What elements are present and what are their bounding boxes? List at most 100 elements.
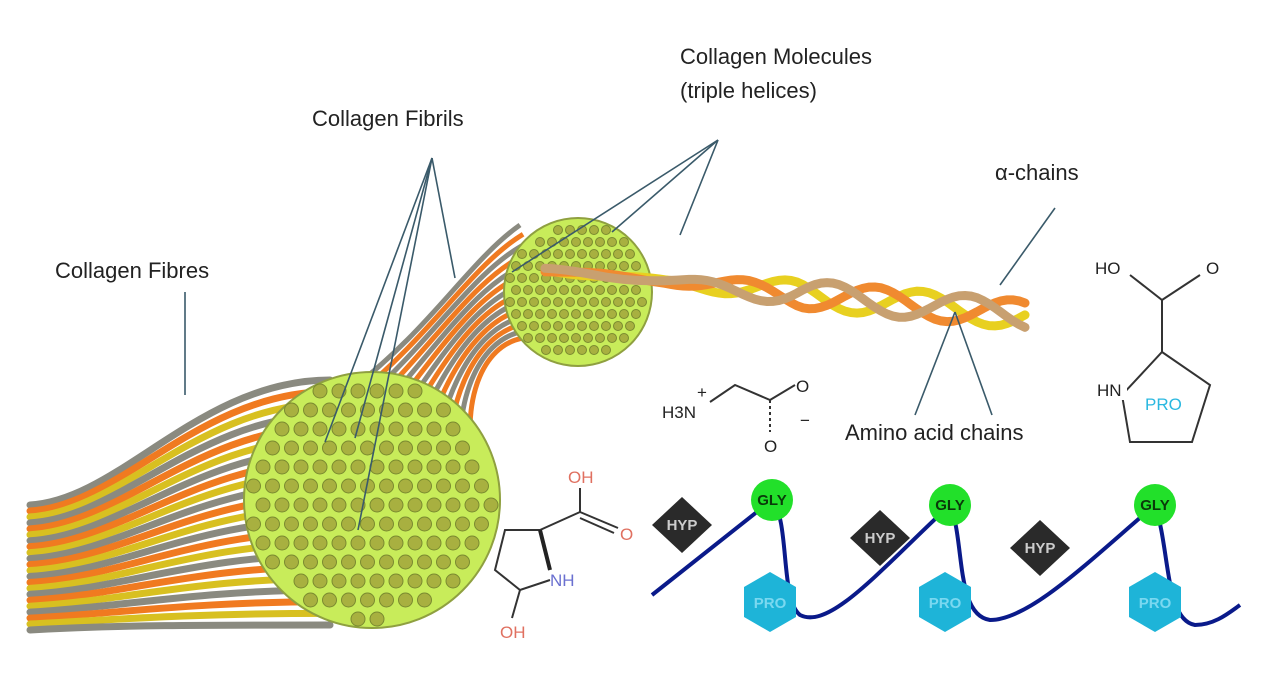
fibril-dot (565, 297, 575, 307)
fibril-dot (322, 554, 337, 570)
glycine-structure: H3N + O O − (662, 377, 810, 456)
fibril-dot (553, 345, 563, 355)
fibril-dot (511, 309, 521, 319)
fibril-dot (312, 421, 328, 437)
fibril-dot (535, 237, 545, 247)
fibril-dot (303, 516, 318, 532)
fibril-dot (547, 285, 557, 295)
pro-hexagon (919, 572, 971, 632)
fibril-dot (517, 321, 527, 331)
fibril-dot (341, 592, 356, 608)
fibril-dot (517, 297, 527, 307)
fibril-dot (407, 459, 423, 475)
fibril-dot (505, 297, 515, 307)
fibril-dot (379, 478, 394, 494)
pro-label: PRO (754, 595, 787, 612)
fibril-dot (577, 249, 587, 259)
pointer-lines (184, 139, 1056, 531)
fibril-dot (607, 285, 617, 295)
gly-circle (1134, 484, 1176, 526)
fibril-dot (464, 497, 480, 513)
fibril-dot (284, 516, 299, 532)
fibril-dot (398, 440, 413, 456)
fibril-dot (565, 249, 575, 259)
fibril-dot (284, 554, 299, 570)
fibril-dot (417, 440, 432, 456)
fibril-dot (407, 535, 423, 551)
fibril-dot (360, 554, 375, 570)
fibril-dot (426, 497, 442, 513)
fibril-dot (583, 237, 593, 247)
fibril-dot (360, 516, 375, 532)
fibril-dot (553, 249, 563, 259)
fibril-dot (445, 573, 461, 589)
fibril-dot (293, 459, 309, 475)
fibril-dot (293, 421, 309, 437)
fibril-dot (535, 309, 545, 319)
fibril-dot (407, 383, 423, 399)
fibril-dot (312, 383, 328, 399)
alpha-chain (540, 263, 1030, 332)
fibril-dot (523, 309, 533, 319)
fibril-dot (464, 535, 480, 551)
fibril-dot (417, 402, 432, 418)
glycine-plus: + (697, 383, 707, 402)
proline-structure: HO O HN PRO (1095, 259, 1219, 443)
fibril-dot (577, 297, 587, 307)
fibril-dot (331, 459, 347, 475)
fibril-dot (589, 321, 599, 331)
fibril-dot (455, 478, 470, 494)
fibril-dot (388, 573, 404, 589)
glycine-h3n: H3N (662, 403, 696, 422)
hyp-oh-bottom: OH (500, 623, 526, 642)
fibril-dot (607, 333, 617, 343)
fibril-dot (625, 297, 635, 307)
fibril-dot (255, 497, 271, 513)
hydroxyproline-structure: OH O NH OH (493, 468, 633, 642)
gly-label: GLY (757, 492, 786, 509)
fibril-dot (529, 321, 539, 331)
fibril-dot (246, 516, 261, 532)
fibril-dot (595, 237, 605, 247)
fibril-dot (474, 478, 489, 494)
fibril-dot (398, 592, 413, 608)
proline-hn: HN (1097, 381, 1122, 400)
fibril-dot (619, 333, 629, 343)
fibril-dot (379, 554, 394, 570)
fibril-dot (436, 440, 451, 456)
fibril-dot (631, 261, 641, 271)
fibril-dot (303, 440, 318, 456)
fibril-dot (553, 321, 563, 331)
fibril-dot (483, 497, 499, 513)
fibril-dot (625, 321, 635, 331)
fibril-dot (388, 421, 404, 437)
fibre-strand (26, 609, 334, 628)
fibril-dot (379, 440, 394, 456)
fibril-dot (637, 297, 647, 307)
fibril-dot (601, 321, 611, 331)
fibril-dot (398, 402, 413, 418)
fibril-dot (350, 611, 366, 627)
fibril-dot (619, 237, 629, 247)
fibril-dot (274, 497, 290, 513)
fibril-dot (417, 478, 432, 494)
fibril-dot (595, 285, 605, 295)
fibril-dot (398, 554, 413, 570)
fibril-dot (547, 333, 557, 343)
fibril-dot (350, 573, 366, 589)
hyp-oh-top: OH (568, 468, 594, 487)
fibril-dot (517, 273, 527, 283)
fibril-dot (274, 421, 290, 437)
fibril-dot (535, 333, 545, 343)
fibril-dot (369, 383, 385, 399)
pro-hexagon (744, 572, 796, 632)
fibril-dot (565, 321, 575, 331)
fibril-dot (547, 309, 557, 319)
fibril-dot (541, 297, 551, 307)
fibril-dot (369, 497, 385, 513)
fibril-dot (369, 535, 385, 551)
fibril-dot (312, 573, 328, 589)
